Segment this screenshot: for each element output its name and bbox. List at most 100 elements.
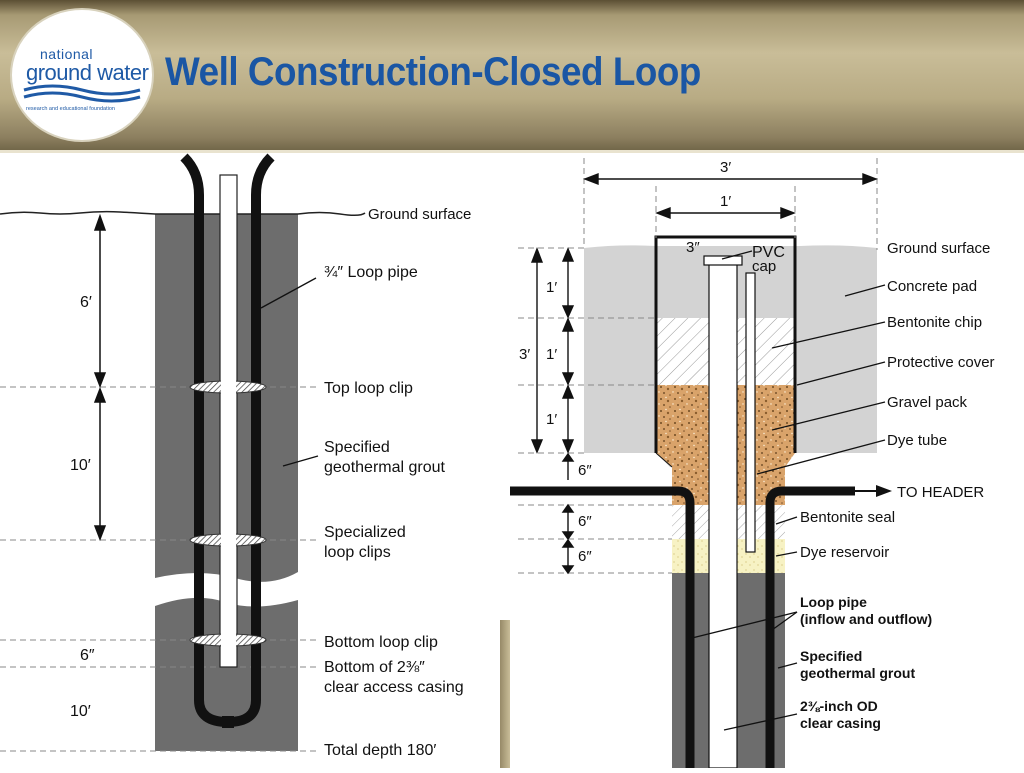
- label-top-loop-clip: Top loop clip: [324, 380, 413, 397]
- leader-dye-reservoir: [775, 551, 798, 557]
- dim-text-3ft-width: 3′: [720, 159, 731, 176]
- access-casing-over-clip: [221, 633, 236, 647]
- label-casing-1: 2⅜-inch OD: [800, 698, 878, 714]
- dim-text-1ft-a: 1′: [546, 279, 557, 296]
- label-total-depth: Total depth 180′: [324, 742, 436, 759]
- arrowhead: [561, 439, 575, 454]
- label-loop-pipe-1: Loop pipe: [800, 594, 867, 610]
- loop-pipe-inflow: [510, 486, 695, 768]
- label-casing-2: clear access casing: [324, 679, 464, 696]
- dim-text-6in-b: 6″: [578, 513, 592, 530]
- label-grout-1: Specified: [324, 439, 390, 456]
- arrowhead: [93, 525, 107, 542]
- arrowhead: [561, 372, 575, 386]
- leader-loop-pipe: [260, 277, 317, 309]
- left-well-diagram: 6′ 10′ 6″ 10′ Ground surface ¾″ Loop pip…: [0, 153, 471, 759]
- to-header-arrowhead: [876, 485, 892, 497]
- clear-casing: [708, 263, 738, 769]
- label-clips-2: loop clips: [324, 544, 391, 561]
- arrowhead: [655, 206, 671, 220]
- dim-text-1ft-width: 1′: [720, 193, 731, 210]
- arrowhead: [561, 317, 575, 332]
- label-loop-pipe-2: (inflow and outflow): [800, 611, 932, 627]
- leader-protective-cover: [796, 361, 886, 386]
- leader-bentonite-chip: [771, 321, 886, 349]
- arrowhead: [561, 384, 575, 399]
- arrowhead: [561, 247, 575, 262]
- label-concrete-pad: Concrete pad: [887, 278, 977, 295]
- arrowhead: [530, 247, 544, 263]
- label-cap: cap: [752, 258, 776, 275]
- arrowhead: [93, 372, 107, 389]
- label-casing-2: clear casing: [800, 715, 881, 731]
- dim-text-6ft: 6′: [80, 294, 92, 311]
- panel-gap-strip: [498, 620, 510, 768]
- dim-text-10ft: 10′: [70, 457, 91, 474]
- arrowhead: [561, 531, 575, 541]
- arrowhead: [561, 503, 575, 513]
- leader-loop-pipe-b: [771, 611, 798, 631]
- label-dye-tube: Dye tube: [887, 432, 947, 449]
- access-casing: [219, 174, 238, 668]
- leader-grout: [282, 455, 319, 467]
- label-loop-pipe: ¾″ Loop pipe: [324, 264, 418, 281]
- arrowhead: [583, 172, 599, 186]
- label-grout-2: geothermal grout: [800, 665, 915, 681]
- arrowhead: [561, 305, 575, 319]
- right-diagram-panel: 3′ 1′ 3″ 3′ 1′ 1′ 1′ 6″ 6″ 6″ PVC cap Gr…: [510, 153, 1024, 769]
- leader-pvc-cap: [721, 250, 753, 260]
- arrowhead: [780, 206, 796, 220]
- right-well-diagram: 3′ 1′ 3″ 3′ 1′ 1′ 1′ 6″ 6″ 6″ PVC cap Gr…: [510, 158, 995, 769]
- arrowhead: [561, 565, 575, 575]
- label-grout-2: geothermal grout: [324, 459, 446, 476]
- leader-dye-tube: [756, 439, 886, 475]
- label-pvc: PVC: [752, 244, 785, 261]
- protective-cover-left-gap: [655, 452, 673, 468]
- label-ground-surface: Ground surface: [368, 206, 471, 223]
- protective-cover: [654, 235, 797, 453]
- logo: national ground water research and educa…: [10, 8, 154, 142]
- logo-line-1: national: [40, 46, 94, 62]
- access-casing-over-clip: [221, 380, 236, 394]
- dim-text-1ft-c: 1′: [546, 411, 557, 428]
- loop-bottom-coupling: [222, 716, 234, 728]
- dim-text-10ft-lower: 10′: [70, 703, 91, 720]
- leader-casing: [723, 713, 798, 731]
- label-protective-cover: Protective cover: [887, 354, 995, 371]
- slide-header: [0, 0, 1024, 152]
- dim-text-6in: 6″: [80, 647, 95, 664]
- pvc-cap: [703, 255, 743, 266]
- arrowhead: [93, 213, 107, 231]
- label-clips-1: Specialized: [324, 524, 406, 541]
- dim-text-1ft-b: 1′: [546, 346, 557, 363]
- left-diagram-panel: 6′ 10′ 6″ 10′ Ground surface ¾″ Loop pip…: [0, 153, 500, 768]
- label-to-header: TO HEADER: [897, 484, 984, 501]
- arrowhead: [862, 172, 878, 186]
- logo-line-3: research and educational foundation: [26, 106, 115, 112]
- leader-bentonite-seal: [775, 516, 798, 525]
- arrowhead: [561, 452, 575, 462]
- logo-wave-icon: [23, 84, 141, 103]
- label-casing-1: Bottom of 2⅜″: [324, 659, 425, 676]
- dim-text-6in-c: 6″: [578, 548, 592, 565]
- logo-line-2: ground water: [26, 60, 149, 85]
- label-bentonite-seal: Bentonite seal: [800, 509, 895, 526]
- label-ground-surface: Ground surface: [887, 240, 990, 257]
- dim-text-6in-a: 6″: [578, 462, 592, 479]
- access-casing-over-clip: [221, 533, 236, 547]
- ground-surface-line: [0, 210, 366, 217]
- leader-concrete-pad: [844, 284, 886, 297]
- label-bottom-clip: Bottom loop clip: [324, 634, 438, 651]
- slide-title: Well Construction-Closed Loop: [165, 50, 701, 94]
- dim-text-cap-size: 3″: [686, 239, 700, 256]
- leader-grout: [777, 662, 798, 669]
- dye-tube: [745, 272, 756, 553]
- loop-pipe-outflow: [765, 486, 855, 768]
- leader-gravel-pack: [771, 401, 886, 431]
- leader-loop-pipe-a: [691, 611, 798, 639]
- label-dye-reservoir: Dye reservoir: [800, 544, 889, 561]
- arrowhead: [93, 386, 107, 403]
- label-grout-1: Specified: [800, 648, 862, 664]
- header-divider: [0, 150, 1024, 153]
- label-bentonite-chip: Bentonite chip: [887, 314, 982, 331]
